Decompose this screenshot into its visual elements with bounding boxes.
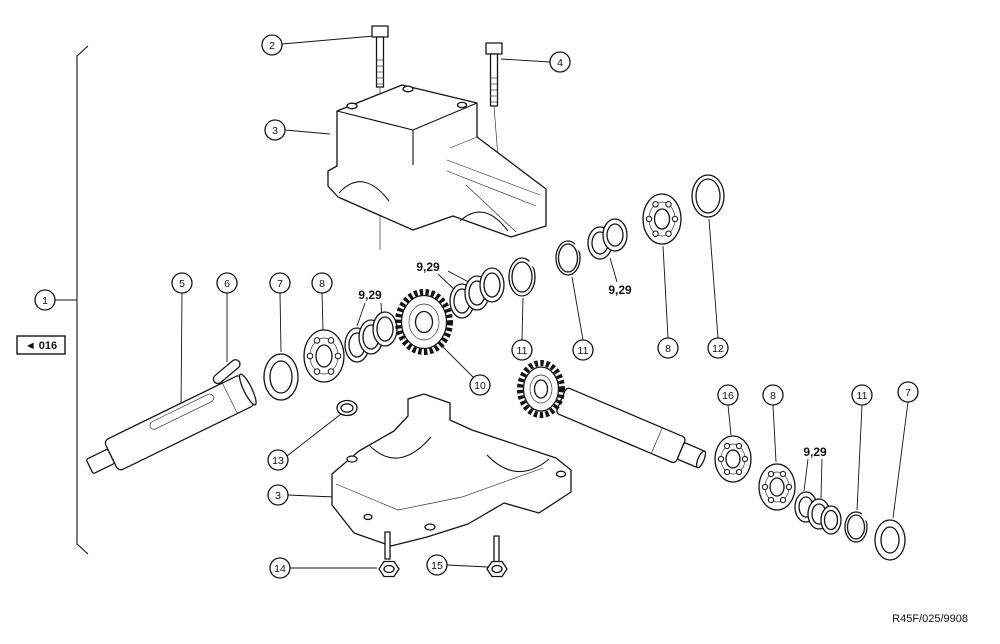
- label-9-29-bottom: 9,29: [803, 445, 827, 459]
- shim-rings-bottom: [794, 491, 842, 535]
- seal-ring-right: [874, 519, 906, 561]
- callout-12[interactable]: 12: [707, 337, 729, 359]
- svg-text:11: 11: [578, 345, 589, 357]
- svg-text:3: 3: [272, 125, 278, 137]
- svg-text:5: 5: [179, 278, 185, 290]
- callout-16[interactable]: 16: [717, 384, 739, 406]
- page-reference-tag[interactable]: ◄ 016: [16, 335, 66, 355]
- svg-text:1: 1: [42, 295, 48, 307]
- circlip-c: [844, 511, 870, 543]
- svg-text:12: 12: [712, 343, 724, 355]
- svg-text:14: 14: [274, 563, 286, 575]
- drawing-number: R45F/025/9908: [892, 613, 968, 625]
- shim-rings-left: [344, 311, 398, 363]
- svg-text:8: 8: [319, 278, 325, 290]
- callout-1[interactable]: 1: [34, 289, 56, 311]
- circlip-b: [555, 240, 583, 276]
- shim-rings-mid: [449, 267, 505, 319]
- group-bracket: [76, 45, 89, 555]
- svg-text:11: 11: [517, 345, 528, 357]
- shaft-key: [212, 359, 241, 385]
- callout-11-b[interactable]: 11: [572, 339, 594, 361]
- svg-text:7: 7: [905, 387, 911, 399]
- callout-15[interactable]: 15: [426, 554, 448, 576]
- ball-bearing-mid: [642, 193, 682, 245]
- callout-3-upper[interactable]: 3: [264, 119, 286, 141]
- ball-bearing-16: [714, 435, 752, 483]
- callout-14[interactable]: 14: [269, 557, 291, 579]
- svg-text:◄ 016: ◄ 016: [25, 340, 57, 352]
- svg-text:8: 8: [665, 343, 671, 355]
- callout-4[interactable]: 4: [549, 51, 571, 73]
- svg-text:8: 8: [770, 390, 776, 402]
- upper-housing: [327, 84, 547, 238]
- callout-13[interactable]: 13: [267, 449, 289, 471]
- svg-text:13: 13: [272, 455, 284, 467]
- callout-8-right[interactable]: 8: [762, 384, 784, 406]
- callout-7-right[interactable]: 7: [897, 381, 919, 403]
- input-shaft: [86, 373, 257, 474]
- svg-text:4: 4: [557, 57, 563, 69]
- label-9-29-left: 9,29: [358, 288, 382, 302]
- svg-text:7: 7: [277, 278, 283, 290]
- svg-text:11: 11: [857, 390, 868, 402]
- label-9-29-right: 9,29: [608, 283, 632, 297]
- callout-8-mid[interactable]: 8: [657, 337, 679, 359]
- pinion-shaft: [556, 387, 707, 469]
- callout-7-left[interactable]: 7: [269, 272, 291, 294]
- callout-6[interactable]: 6: [216, 272, 238, 294]
- hex-nut-14: [378, 560, 400, 578]
- svg-text:2: 2: [269, 40, 275, 52]
- callout-11-c[interactable]: 11: [851, 384, 873, 406]
- callout-5[interactable]: 5: [171, 272, 193, 294]
- circlip-a: [508, 257, 538, 297]
- callout-11-a[interactable]: 11: [511, 339, 533, 361]
- ball-bearing-right: [758, 463, 796, 511]
- svg-text:15: 15: [431, 560, 443, 572]
- ball-bearing-left: [303, 329, 345, 383]
- callout-10[interactable]: 10: [469, 374, 491, 396]
- callout-2[interactable]: 2: [261, 34, 283, 56]
- callout-3-lower[interactable]: 3: [267, 484, 289, 506]
- gear-wheel: [395, 289, 453, 355]
- label-9-29-mid: 9,29: [416, 260, 440, 274]
- seal-ring-12: [691, 174, 725, 218]
- lower-housing: [331, 393, 572, 563]
- hex-nut-15: [486, 560, 508, 578]
- callout-8-left[interactable]: 8: [311, 272, 333, 294]
- plug: [336, 399, 358, 417]
- shim-rings-right: [587, 218, 628, 260]
- seal-ring-left: [263, 353, 299, 401]
- pinion-gear: [517, 360, 565, 418]
- svg-text:3: 3: [275, 490, 281, 502]
- svg-text:10: 10: [474, 380, 486, 392]
- svg-text:6: 6: [224, 278, 230, 290]
- svg-text:16: 16: [722, 390, 734, 402]
